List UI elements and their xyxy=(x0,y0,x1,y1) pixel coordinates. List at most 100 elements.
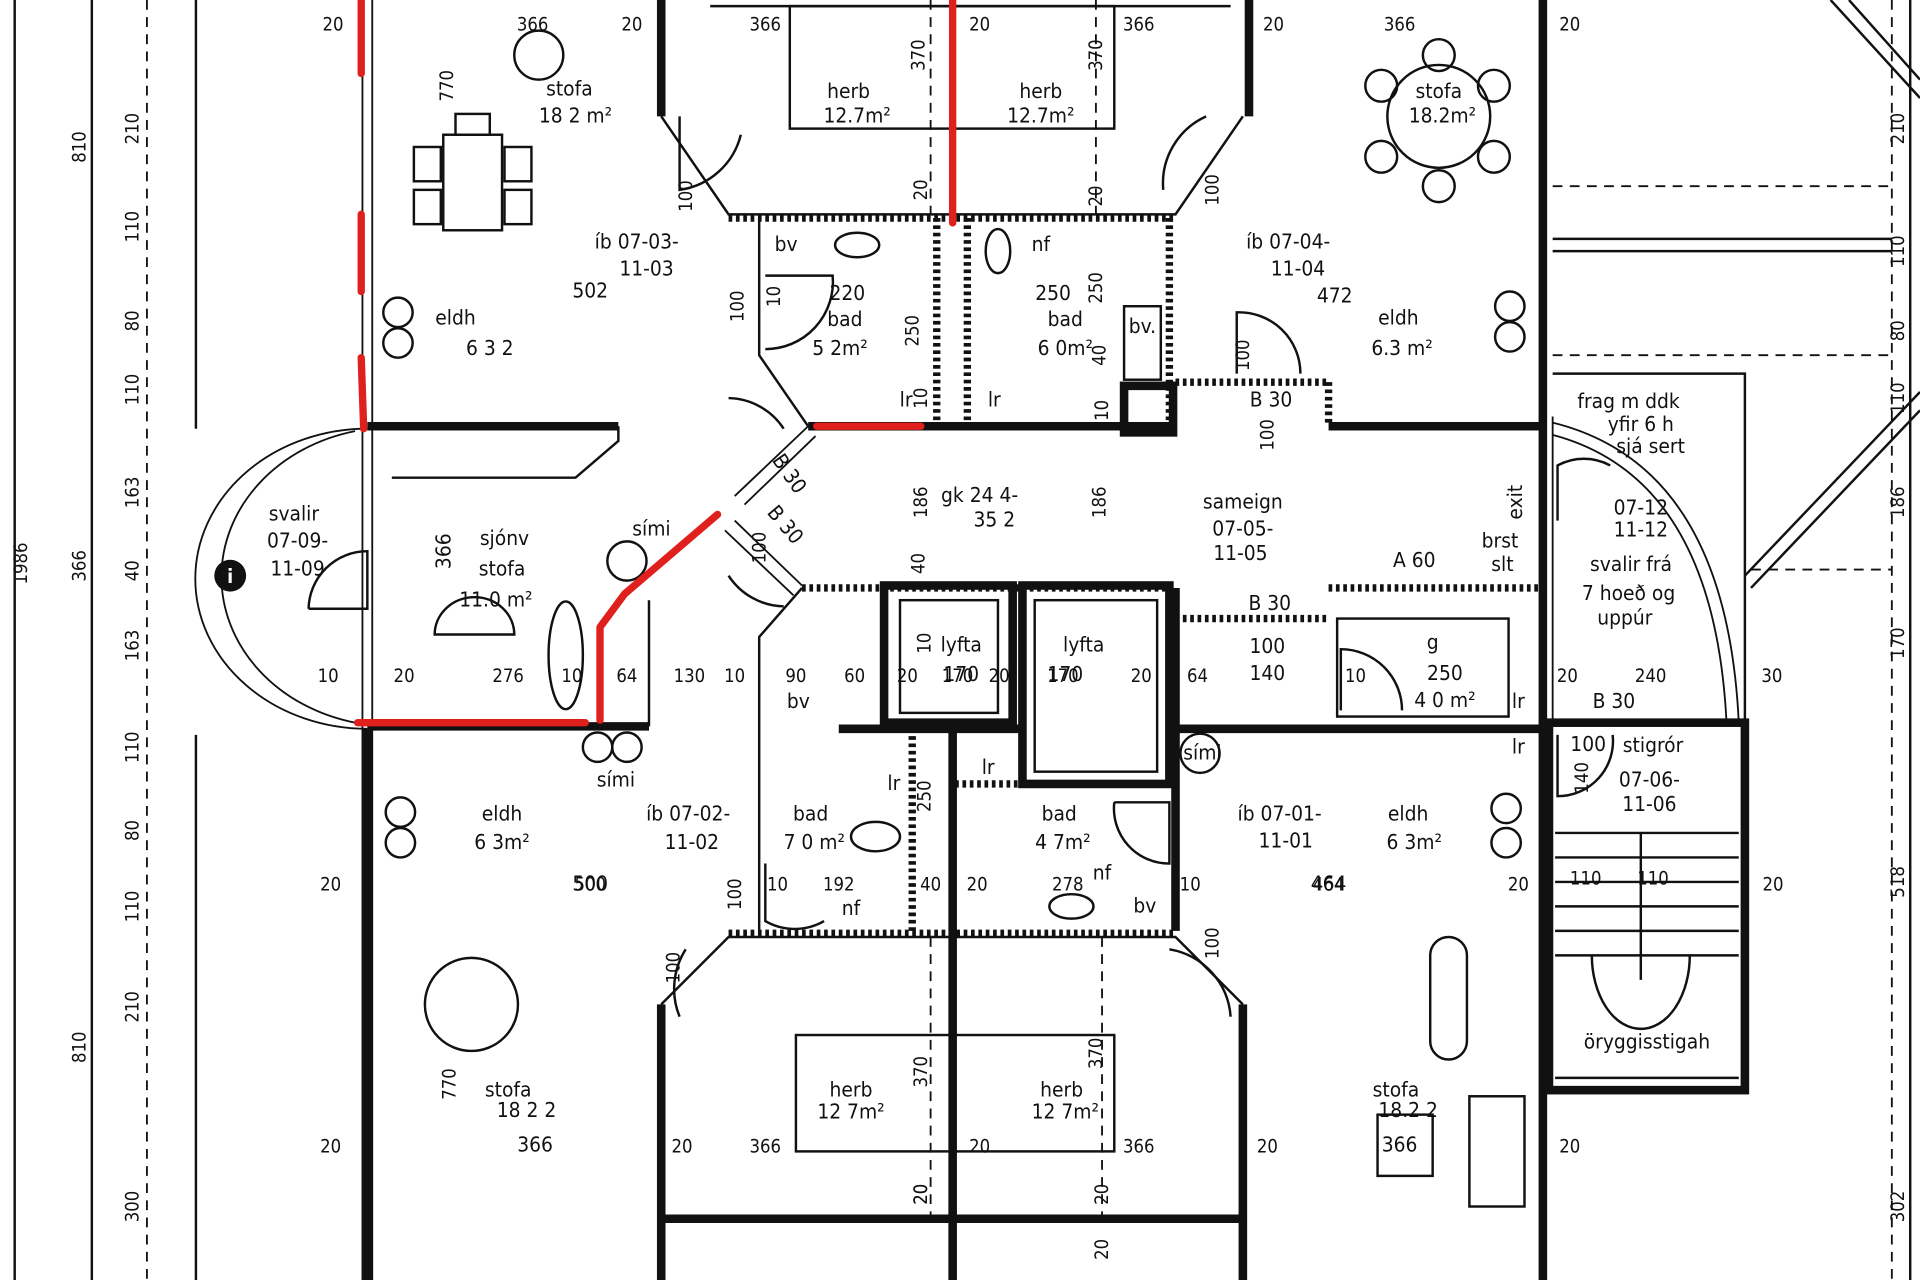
dimension-label: 810 xyxy=(70,1032,91,1064)
dimension-label: 140 xyxy=(1572,762,1593,794)
balcony-left-outline xyxy=(194,427,368,730)
room-label-corridor-area: 35 2 xyxy=(973,508,1015,532)
room-label-bottom-right-apt-dim: 366 xyxy=(1382,1132,1418,1156)
room-label-top-rooms-b30: B 30 xyxy=(1250,388,1293,412)
dimension-label: 100 xyxy=(749,532,770,564)
dimension-label: 20 xyxy=(969,1137,990,1158)
room-label-balcony-left-id1: 07-09- xyxy=(267,529,328,553)
dimension-label: 366 xyxy=(70,550,91,582)
dimension-label: 10 xyxy=(1092,400,1113,421)
room-label-top-rooms-bed2-area: 12.7m² xyxy=(1007,103,1074,127)
dimension-label: 770 xyxy=(437,70,458,102)
room-label-right-balcony-id1: 07-12 xyxy=(1614,495,1668,519)
room-label-storage-door1: 100 xyxy=(1249,634,1285,658)
room-label-common-id1: 07-05- xyxy=(1212,516,1273,540)
dimension-label: 100 xyxy=(1202,174,1223,206)
room-label-top-rooms-bed2: herb xyxy=(1019,79,1062,103)
dimension-label: 366 xyxy=(750,1137,782,1158)
highlighted-walls xyxy=(353,0,957,727)
room-label-top-left-apt-kitchen-area: 6 3 2 xyxy=(466,336,514,360)
room-label-stair-shaft: stigrór xyxy=(1623,733,1684,757)
room-label-right-balcony-note1: frag m ddk xyxy=(1577,389,1679,413)
dimension-label: 276 xyxy=(492,666,524,687)
room-label-bottom-right-apt-kitchen-area: 6 3m² xyxy=(1387,830,1442,854)
room-label-bottom-left-apt-id2: 11-02 xyxy=(665,830,719,854)
room-label-balcony-left-name: svalir xyxy=(269,502,320,526)
dimension-label: 100 xyxy=(1257,419,1278,451)
room-label-bottom-rooms-lr1: lr xyxy=(887,771,900,795)
dimension-label: 10 xyxy=(1180,874,1201,895)
dimension-label: 100 xyxy=(725,878,746,910)
room-label-stair-id1: 07-06- xyxy=(1619,767,1680,791)
room-label-elevators-lr: lr xyxy=(982,755,995,779)
room-label-tv-room-phone2: sími xyxy=(597,767,635,791)
dimension-label: 130 xyxy=(674,666,706,687)
dimension-label: 110 xyxy=(1570,868,1602,889)
dimension-label: 366 xyxy=(750,15,782,36)
dimension-label: 10 xyxy=(911,388,932,409)
dimension-label: 20 xyxy=(1092,1184,1113,1205)
room-label-top-left-apt-living-area: 18 2 m² xyxy=(539,103,612,127)
room-label-top-rooms-bath2-w: 250 xyxy=(1035,281,1071,305)
room-label-bottom-right-apt-kitchen: eldh xyxy=(1388,802,1428,826)
dimension-label: 366 xyxy=(517,15,549,36)
dimension-label: 110 xyxy=(1637,868,1669,889)
dimension-label: 100 xyxy=(664,952,685,984)
doors xyxy=(307,115,1615,1018)
table-round xyxy=(513,29,565,81)
dimension-label: 64 xyxy=(616,666,637,687)
room-label-common-id2: 11-05 xyxy=(1213,541,1267,565)
dimension-label: 370 xyxy=(1086,39,1107,71)
room-label-storage-lr: lr xyxy=(1512,689,1525,713)
dimension-label: 20 xyxy=(911,179,932,200)
dimension-label: 20 xyxy=(320,874,341,895)
balcony-right-rail xyxy=(1552,433,1728,723)
dimension-label: 10 xyxy=(767,874,788,895)
room-label-stair-door: 100 xyxy=(1570,732,1606,756)
dimension-label: 770 xyxy=(440,1068,461,1100)
dimension-label: 20 xyxy=(897,666,918,687)
dimension-label: 10 xyxy=(764,286,785,307)
room-label-bottom-left-apt-living: stofa xyxy=(485,1077,532,1101)
dimension-label: 20 xyxy=(1763,874,1784,895)
room-label-stair-b30: B 30 xyxy=(1593,689,1636,713)
dimension-label: 110 xyxy=(1888,382,1909,414)
dimension-label: 20 xyxy=(1086,185,1107,206)
room-label-common-brst2: slt xyxy=(1491,552,1513,576)
dimension-label: 170 xyxy=(1047,666,1079,687)
room-label-bottom-right-apt-id2: 11-01 xyxy=(1259,829,1313,853)
room-label-stair-lr: lr xyxy=(1512,734,1525,758)
room-label-common-brst1: brst xyxy=(1482,529,1519,553)
room-label-bottom-rooms-bath2-area: 4 7m² xyxy=(1035,830,1090,854)
room-label-top-rooms-bv2: bv. xyxy=(1129,314,1156,338)
room-label-top-rooms-bath1-area: 5 2m² xyxy=(812,336,867,360)
room-label-common-exit: exit xyxy=(1503,485,1527,520)
room-label-right-balcony-note3: sjá sert xyxy=(1616,434,1685,458)
room-label-top-left-apt-id1: íb 07-03- xyxy=(595,230,679,254)
room-label-top-rooms-bath1-w: 220 xyxy=(829,281,865,305)
svg-text:i: i xyxy=(227,565,233,588)
dimension-label: 110 xyxy=(122,891,143,923)
room-label-top-rooms-bv1: bv xyxy=(775,232,798,256)
dimension-label: 20 xyxy=(323,15,344,36)
room-label-balcony-left-id2: 11-09 xyxy=(270,557,324,581)
room-label-stair-name: öryggisstigah xyxy=(1584,1029,1710,1053)
room-label-top-rooms-bath2-area: 6 0m² xyxy=(1038,336,1093,360)
dimension-label: 20 xyxy=(1559,1137,1580,1158)
room-label-right-balcony-name1: svalir frá xyxy=(1590,552,1672,576)
room-label-tv-room-dim: 366 xyxy=(432,533,456,569)
dimension-label: 20 xyxy=(969,15,990,36)
dimension-label: 240 xyxy=(1635,666,1667,687)
room-label-elevators-phone: sími xyxy=(1183,740,1221,764)
room-label-top-left-apt-id2: 11-03 xyxy=(619,257,673,281)
dimension-label: 20 xyxy=(911,1184,932,1205)
room-label-bottom-rooms-bv1: bv xyxy=(787,689,810,713)
room-label-top-rooms-lr1: lr xyxy=(900,388,913,412)
room-label-top-left-apt-living: stofa xyxy=(546,77,593,101)
dimension-label: 366 xyxy=(1384,15,1416,36)
dimension-label: 170 xyxy=(1888,627,1909,659)
info-icon[interactable]: i xyxy=(214,559,247,592)
dimension-label: 250 xyxy=(1086,272,1107,304)
dimension-label: 10 xyxy=(561,666,582,687)
